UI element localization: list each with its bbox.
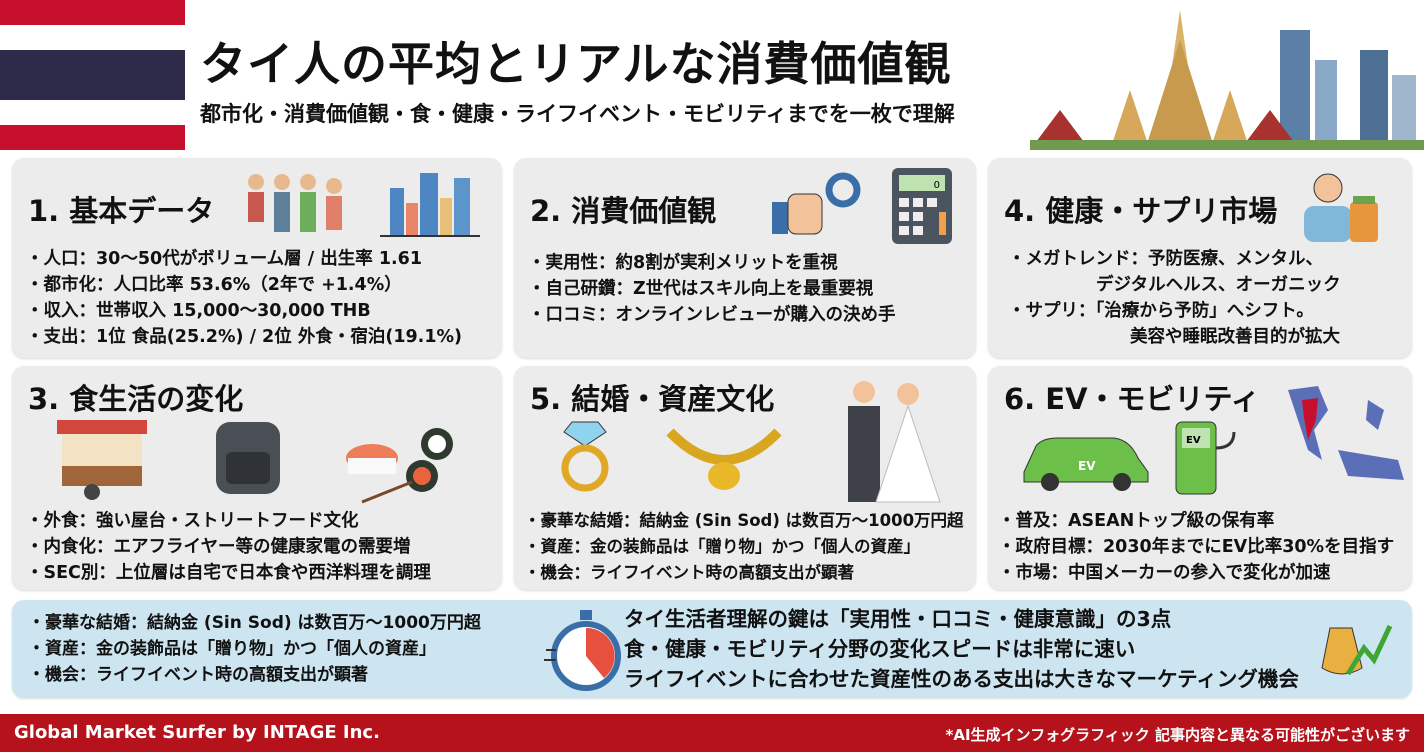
bullet: ・支出：1位 食品(25.2%) / 2位 外食・宿泊(19.1%) (26, 327, 463, 347)
air-fryer-icon (216, 422, 280, 494)
charger-ev-label: EV (1186, 435, 1201, 446)
panel-marriage-assets: 5. 結婚・資産文化 ・豪華な結婚：結納金 (Sin Sod) は数百万〜100… (514, 366, 976, 590)
calculator-display: 0 (934, 180, 940, 191)
bullet: ・豪華な結婚：結納金 (Sin Sod) は数百万〜1000万円超 (524, 511, 964, 530)
panel-title: 1. 基本データ (28, 194, 215, 228)
bullet: ・資産：金の装飾品は「贈り物」かつ「個人の資産」 (524, 537, 920, 556)
bullet: ・自己研鑽：Z世代はスキル向上を最重要視 (528, 279, 874, 299)
wedding-couple-icon (848, 381, 941, 503)
ev-charger-icon: EV (1175, 421, 1236, 495)
ev-car-icon: EV (1023, 437, 1149, 491)
bullet: ・豪華な結婚：結納金 (Sin Sod) は数百万〜1000万円超 (28, 613, 481, 633)
bangkok-skyline-icon (1030, 10, 1424, 150)
bullet: ・外食：強い屋台・ストリートフード文化 (26, 511, 359, 531)
panel-title: 5. 結婚・資産文化 (530, 382, 775, 416)
page-title: タイ人の平均とリアルな消費価値観 (200, 37, 952, 91)
bullet: ・資産：金の装飾品は「贈り物」かつ「個人の資産」 (28, 639, 436, 659)
panel-title: 6. EV・モビリティ (1004, 382, 1260, 416)
calculator-icon: 0 (892, 168, 952, 244)
key-point: 食・健康・モビリティ分野の変化スピードは非常に速い (624, 637, 1136, 661)
key-point: ライフイベントに合わせた資産性のある支出は大きなマーケティング機会 (624, 667, 1299, 691)
panel-food-life: 3. 食生活の変化 ・外食：強い屋台・ストリートフード文化 ・内食化：エアフライ… (12, 366, 502, 590)
bullet: ・都市化：人口比率 53.6%（2年で +1.4%） (26, 275, 402, 295)
bullet: ・収入：世帯収入 15,000〜30,000 THB (26, 301, 371, 321)
stopwatch-icon (544, 610, 621, 691)
bullet: ・市場：中国メーカーの参入で変化が加速 (998, 563, 1331, 583)
thumbs-up-gear-icon (772, 172, 861, 235)
panel-health-supplements: 4. 健康・サプリ市場 ・メガトレンド：予防医療、メンタル、 デジタルヘルス、オ… (988, 158, 1412, 358)
key-point: タイ生活者理解の鍵は「実用性・口コミ・健康意識」の3点 (624, 607, 1172, 631)
gold-necklace-icon (666, 428, 782, 490)
bullet: ・内食化：エアフライヤー等の健康家電の需要増 (26, 537, 411, 557)
sushi-icon (346, 428, 453, 504)
summary-box: ・豪華な結婚：結納金 (Sin Sod) は数百万〜1000万円超 ・資産：金の… (12, 600, 1412, 698)
page-subtitle: 都市化・消費価値観・食・健康・ライフイベント・モビリティまでを一枚で理解 (200, 102, 955, 126)
bullet: ・機会：ライフイベント時の高額支出が顕著 (28, 665, 368, 685)
bullet: ・人口：30〜50代がボリューム層 / 出生率 1.61 (26, 249, 423, 269)
footer-disclaimer: *AI生成インフォグラフィック 記事内容と異なる可能性がございます (945, 726, 1410, 744)
car-ev-label: EV (1078, 459, 1096, 473)
panel-consumption-values: 2. 消費価値観 0 ・実用性：約8割が実利メリットを重視 ・自己研鑽：Z世代は… (514, 158, 976, 358)
bullet: ・政府目標：2030年までにEV比率30%を目指す (998, 537, 1395, 557)
panel-basic-data: 1. 基本データ ・人口：30〜50代がボリューム層 / 出生率 1.61 ・都… (12, 158, 502, 358)
panel-ev-mobility: 6. EV・モビリティ EV EV ・普及：ASEANトップ級の保有率 ・政府目… (988, 366, 1412, 590)
street-food-cart-icon (57, 420, 147, 500)
bullet: ・SEC別：上位層は自宅で日本食や西洋料理を調理 (26, 563, 431, 583)
footer-brand: Global Market Surfer by INTAGE Inc. (14, 722, 380, 743)
bullet-continuation: デジタルヘルス、オーガニック (1096, 275, 1341, 295)
doctor-supplement-icon (1304, 173, 1378, 242)
footer-bar: Global Market Surfer by INTAGE Inc. *AI生… (0, 714, 1424, 752)
diamond-ring-icon (561, 421, 609, 492)
bullet: ・普及：ASEANトップ級の保有率 (998, 511, 1275, 531)
money-bag-growth-icon (1321, 624, 1393, 676)
panel-title: 2. 消費価値観 (530, 194, 717, 228)
bullet: ・口コミ：オンラインレビューが購入の決め手 (528, 305, 896, 325)
thai-flag (0, 0, 185, 150)
bullet: ・機会：ライフイベント時の高額支出が顕著 (524, 563, 854, 582)
panel-title: 3. 食生活の変化 (28, 382, 244, 416)
bullet: ・メガトレンド：予防医療、メンタル、 (1008, 249, 1323, 269)
bullet-continuation: 美容や睡眠改善目的が拡大 (1130, 327, 1340, 347)
asean-map-icon (1288, 386, 1404, 480)
elderly-family-icon (248, 174, 342, 232)
city-buildings-icon (380, 173, 480, 237)
panel-title: 4. 健康・サプリ市場 (1004, 194, 1278, 228)
bullet: ・実用性：約8割が実利メリットを重視 (528, 253, 838, 273)
bullet: ・サプリ：「治療から予防」へシフト。 (1008, 301, 1314, 321)
